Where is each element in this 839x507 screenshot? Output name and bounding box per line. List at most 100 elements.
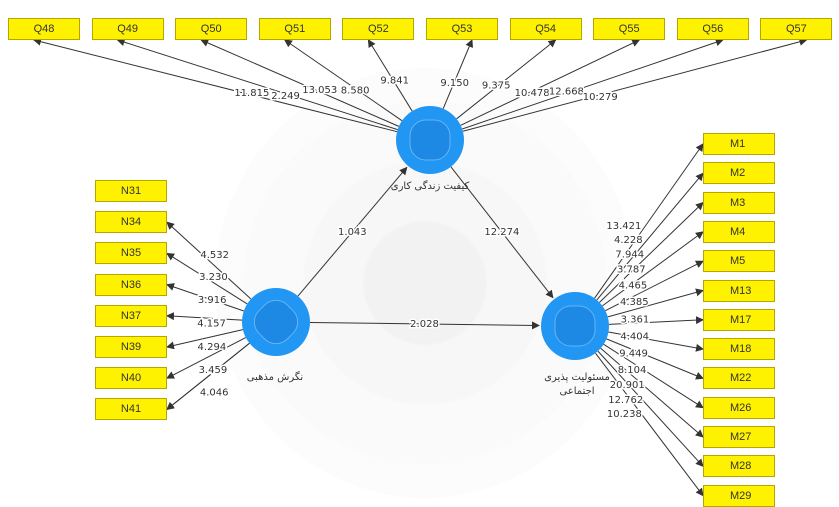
path-coefficient-religious-to-quality: 1.043 (338, 227, 367, 238)
loading-arrow-n39 (166, 329, 243, 350)
loading-value-q48: 11.815 (234, 88, 269, 99)
loading-value-q54: 9.375 (482, 80, 511, 91)
path-coefficient-religious-to-social: 2.028 (410, 319, 439, 330)
loading-arrow-m26 (603, 343, 704, 409)
path-arrow-religious-to-quality (297, 166, 408, 297)
loading-arrow-n35 (166, 252, 248, 305)
indicator-m18[interactable]: M18 (703, 338, 775, 361)
loading-value-q57: 10.279 (583, 92, 618, 103)
loading-value-m4: 3.787 (617, 265, 646, 276)
loading-value-m2: 4.228 (614, 235, 643, 246)
loading-value-q55: 10.478 (515, 88, 550, 99)
path-arrow-quality-to-social (450, 166, 554, 299)
loading-arrow-m29 (595, 352, 704, 497)
indicator-n34[interactable]: N34 (95, 211, 167, 234)
path-arrow-religious-to-social (309, 321, 541, 330)
loading-value-q53: 9.150 (440, 78, 469, 89)
loading-arrow-m18 (608, 331, 704, 352)
loading-arrow-n34 (166, 221, 252, 300)
loading-value-m13: 4.385 (620, 297, 649, 308)
loading-value-m29: 10.238 (607, 409, 642, 420)
loading-arrow-q54 (456, 39, 557, 120)
loading-arrow-m1 (594, 143, 704, 299)
indicator-q55[interactable]: Q55 (593, 18, 666, 40)
loading-arrow-m3 (599, 201, 704, 303)
indicator-m17[interactable]: M17 (703, 308, 775, 331)
indicator-q50[interactable]: Q50 (175, 18, 248, 40)
loading-arrow-q50 (200, 39, 400, 127)
loading-arrow-q52 (367, 39, 413, 112)
indicator-q49[interactable]: Q49 (91, 18, 164, 40)
indicator-n39[interactable]: N39 (95, 336, 167, 358)
loading-value-q56: 12.668 (549, 86, 584, 97)
loading-value-m26: 8.104 (618, 365, 647, 376)
indicator-q51[interactable]: Q51 (258, 18, 331, 40)
indicator-m22[interactable]: M22 (703, 367, 775, 390)
indicator-m27[interactable]: M27 (703, 426, 775, 448)
indicator-n36[interactable]: N36 (95, 273, 167, 296)
loading-value-q52: 9.841 (380, 76, 409, 87)
construct-label-religious-attitude: نگرش مذهبی (246, 372, 304, 383)
indicator-m29[interactable]: M29 (703, 484, 775, 507)
indicator-q53[interactable]: Q53 (426, 18, 498, 40)
loading-arrow-m4 (602, 231, 704, 307)
loading-arrow-m17 (608, 316, 704, 325)
path-coefficient-quality-to-social: 12.274 (484, 227, 519, 238)
loading-arrow-q53 (442, 39, 473, 109)
loading-arrow-n37 (166, 312, 243, 321)
indicator-m13[interactable]: M13 (703, 279, 775, 302)
loading-value-n37: 4.157 (197, 318, 226, 329)
loading-value-m22: 9.449 (619, 349, 648, 360)
loading-value-q51: 8.580 (341, 85, 370, 96)
indicator-n35[interactable]: N35 (95, 242, 167, 265)
loading-value-n35: 3.230 (199, 272, 228, 283)
loading-arrow-m2 (596, 172, 704, 301)
loading-value-n34: 4.532 (200, 250, 229, 261)
construct-social-responsibility-inner-shape (554, 305, 596, 347)
indicator-n31[interactable]: N31 (95, 180, 167, 202)
loading-arrow-m28 (597, 350, 704, 468)
loading-arrow-q56 (462, 38, 724, 130)
construct-label-work-life-quality: کیفیت زندگی کاری (390, 181, 470, 192)
loading-value-q50: 13.053 (302, 85, 337, 96)
indicator-m3[interactable]: M3 (703, 191, 775, 214)
indicator-m26[interactable]: M26 (703, 396, 775, 419)
indicator-m4[interactable]: M4 (703, 220, 775, 243)
construct-work-life-quality-inner-shape (409, 119, 451, 161)
indicator-m5[interactable]: M5 (703, 250, 775, 273)
loading-arrow-m27 (600, 347, 704, 438)
loading-arrow-q57 (462, 37, 808, 132)
loading-arrow-m22 (606, 338, 704, 380)
loading-arrow-n40 (166, 337, 247, 379)
loading-arrow-n36 (166, 283, 245, 312)
indicator-n41[interactable]: N41 (95, 398, 167, 421)
indicator-q56[interactable]: Q56 (676, 18, 749, 40)
loading-arrow-q49 (116, 38, 398, 131)
indicator-q54[interactable]: Q54 (509, 18, 582, 40)
loading-value-m5: 4.465 (619, 280, 648, 291)
indicator-q48[interactable]: Q48 (8, 18, 80, 40)
indicator-n40[interactable]: N40 (95, 367, 167, 390)
loading-value-m1: 13.421 (606, 221, 641, 232)
loading-arrow-q48 (33, 37, 398, 133)
loading-value-q49: 2.249 (271, 91, 300, 102)
indicator-n37[interactable]: N37 (95, 304, 167, 327)
loading-arrow-m13 (607, 288, 704, 318)
loading-value-m28: 12.762 (608, 395, 643, 406)
loading-value-m18: 4.404 (620, 332, 649, 343)
indicator-m28[interactable]: M28 (703, 455, 775, 478)
construct-label-social-responsibility: مسئولیت پذیری اجتماعی (544, 372, 610, 397)
loading-value-m17: 3.361 (621, 314, 650, 325)
loading-value-m3: 7.944 (615, 249, 644, 260)
indicator-m1[interactable]: M1 (703, 133, 775, 155)
loading-arrow-q55 (460, 39, 641, 126)
indicator-m2[interactable]: M2 (703, 162, 775, 185)
loading-value-m27: 20.901 (610, 380, 645, 391)
loading-arrow-q51 (283, 39, 403, 122)
indicator-q57[interactable]: Q57 (760, 18, 833, 40)
loading-arrow-m5 (605, 260, 704, 312)
loading-value-n41: 4.046 (200, 387, 229, 398)
indicator-q52[interactable]: Q52 (342, 18, 415, 40)
